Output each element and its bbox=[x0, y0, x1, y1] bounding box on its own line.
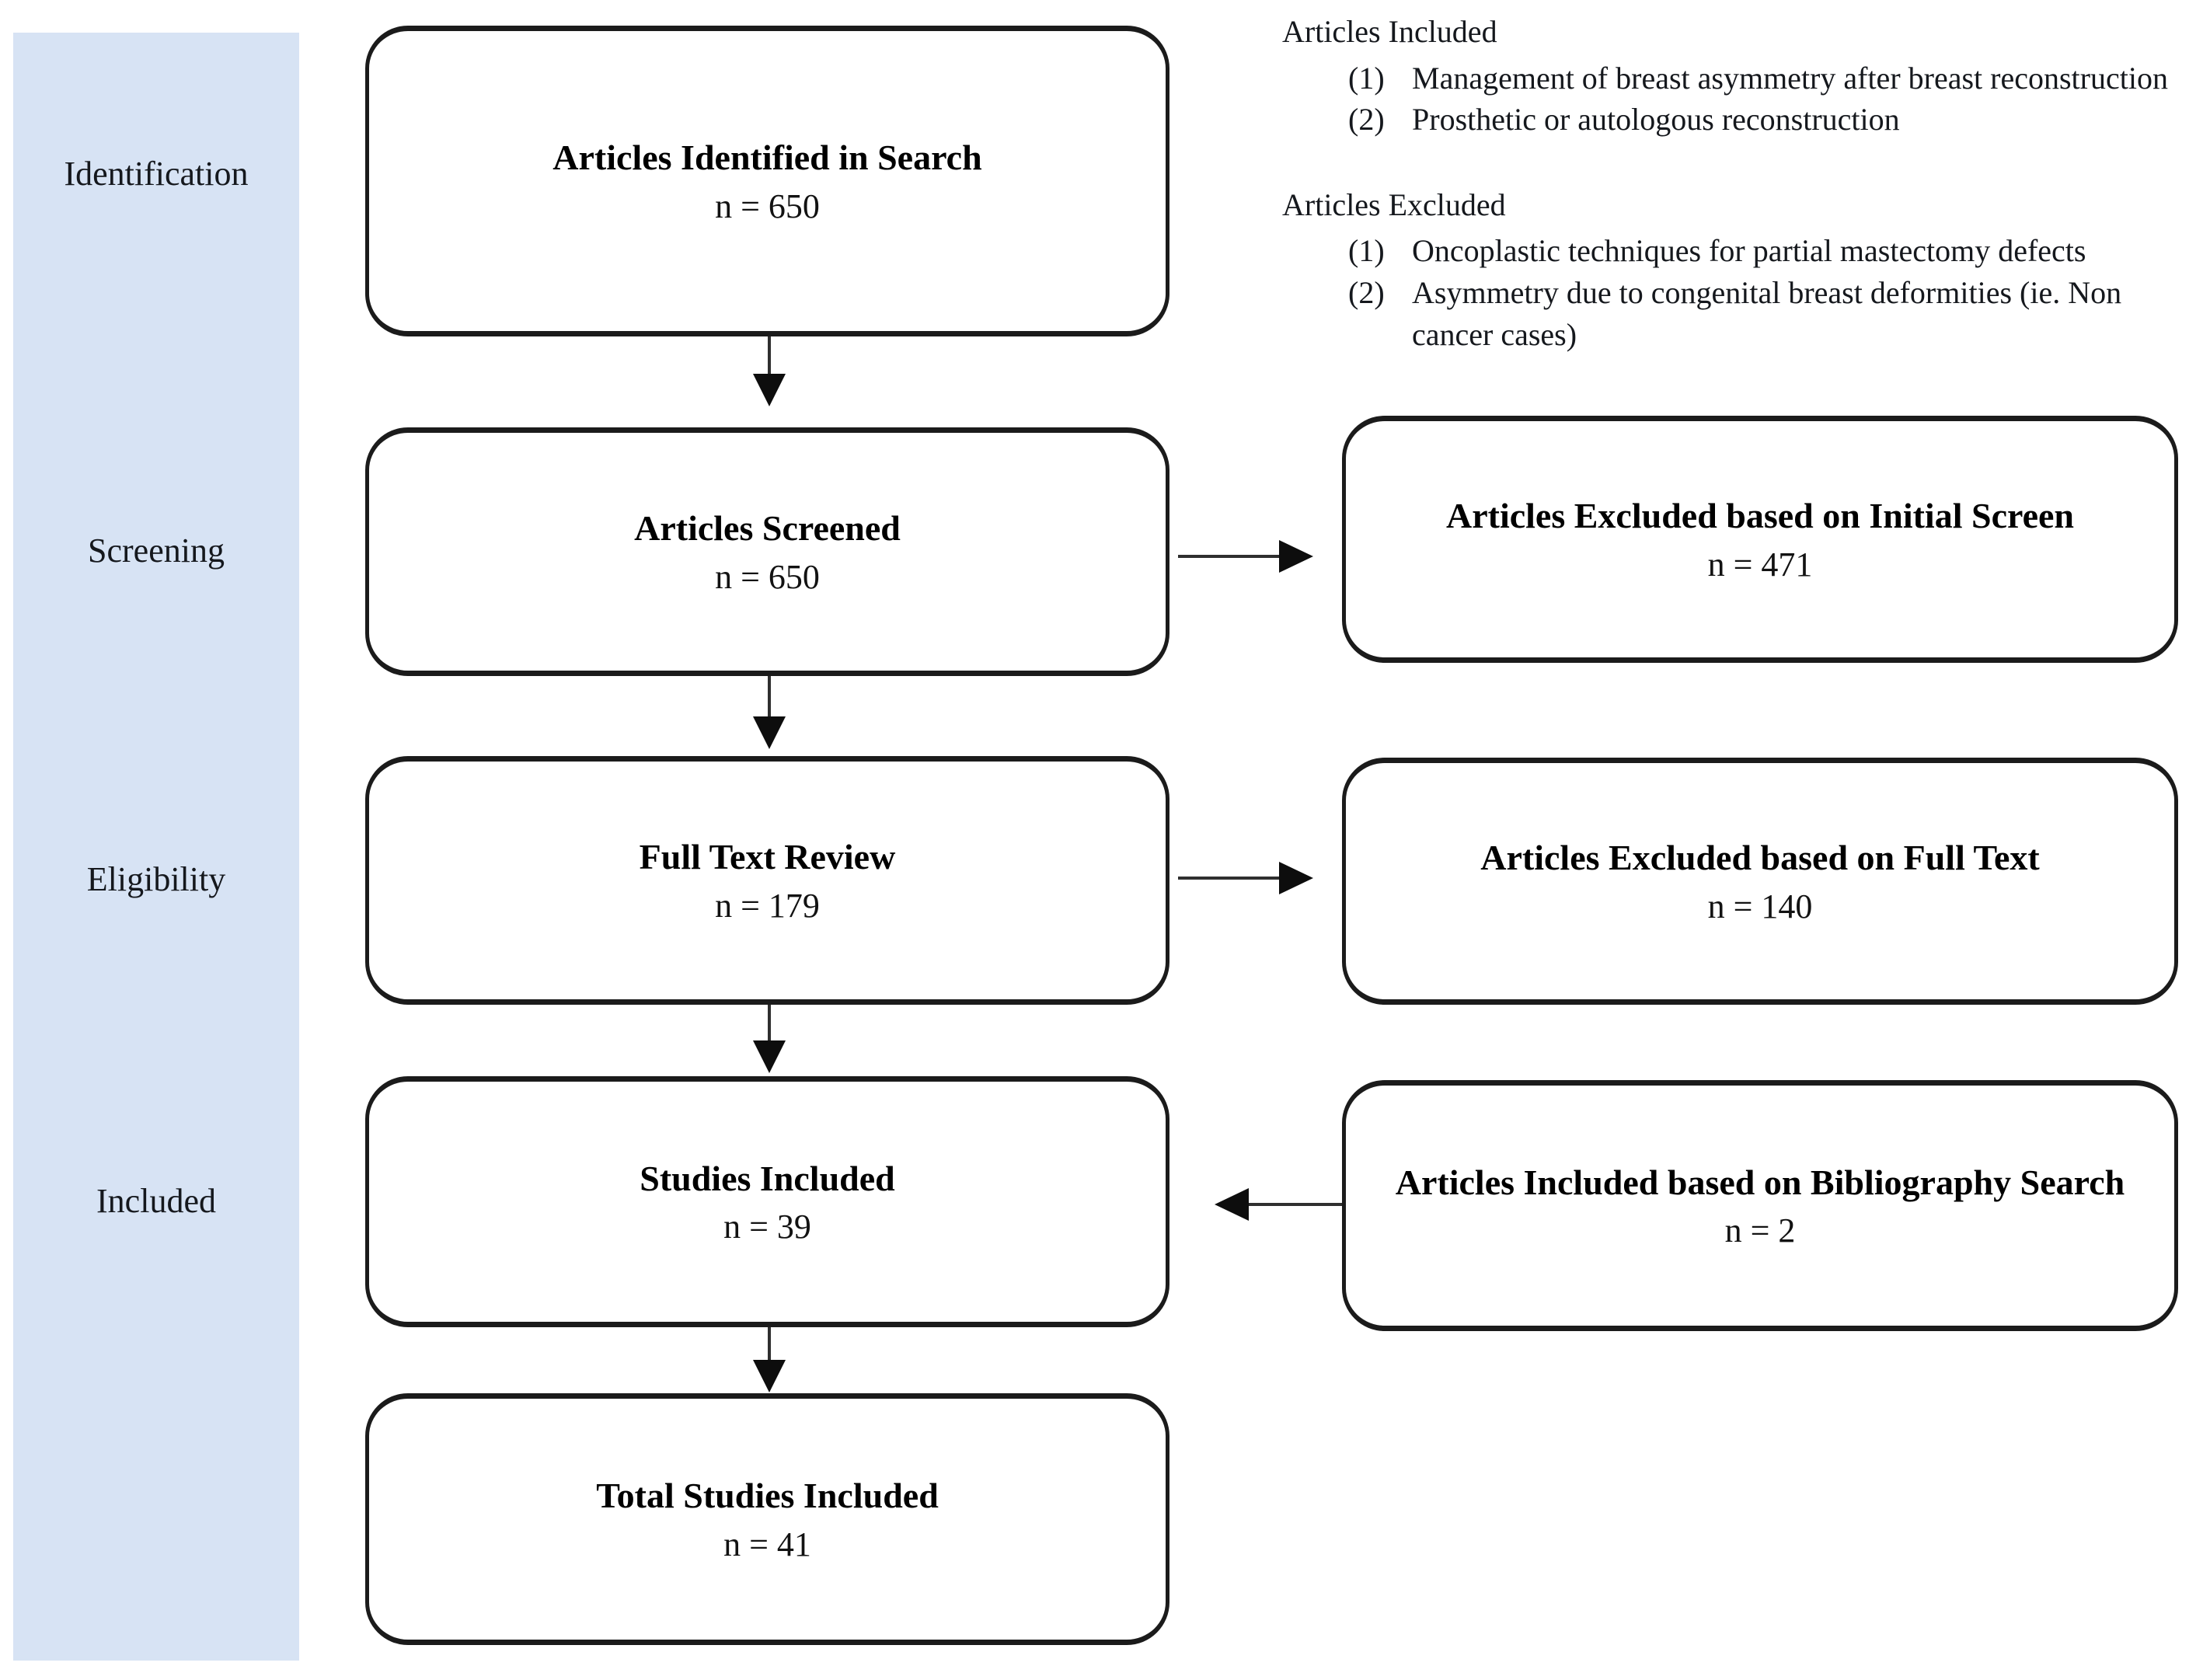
box-full-text-review: Full Text Review n = 179 bbox=[365, 756, 1169, 1005]
box-count: n = 179 bbox=[715, 886, 820, 925]
list-item-number: (1) bbox=[1348, 60, 1385, 96]
stage-label-identification: Identification bbox=[64, 155, 249, 193]
list-item-text: Asymmetry due to congenital breast defor… bbox=[1412, 274, 2122, 352]
arrow-head-right-icon bbox=[1279, 862, 1313, 894]
notes-included-list: (1) Management of breast asymmetry after… bbox=[1282, 58, 2203, 141]
list-item-text: Management of breast asymmetry after bre… bbox=[1412, 60, 2168, 96]
arrow-head-right-icon bbox=[1279, 540, 1313, 573]
arrow-shaft bbox=[1178, 877, 1279, 880]
list-item-number: (2) bbox=[1348, 274, 1385, 310]
arrow-right-screened-to-excluded-icon bbox=[1178, 540, 1313, 573]
box-count: n = 2 bbox=[1724, 1211, 1796, 1250]
box-studies-included: Studies Included n = 39 bbox=[365, 1076, 1169, 1327]
notes-excluded-header: Articles Excluded bbox=[1282, 186, 1506, 222]
box-count: n = 41 bbox=[723, 1525, 811, 1563]
arrow-shaft bbox=[1178, 555, 1279, 558]
box-title: Articles Excluded based on Initial Scree… bbox=[1445, 496, 2074, 536]
list-item-text: Oncoplastic techniques for partial maste… bbox=[1412, 233, 2086, 269]
arrow-shaft bbox=[1249, 1203, 1342, 1206]
arrow-head-down-icon bbox=[753, 374, 786, 406]
box-title: Articles Excluded based on Full Text bbox=[1480, 838, 2040, 878]
notes-articles-included: Articles Included (1) Management of brea… bbox=[1282, 11, 2203, 141]
arrow-shaft bbox=[768, 1005, 771, 1040]
box-count: n = 140 bbox=[1707, 887, 1813, 925]
stage-sidebar bbox=[13, 33, 299, 1661]
criteria-notes: Articles Included (1) Management of brea… bbox=[1282, 11, 2203, 355]
list-item: (1) Management of breast asymmetry after… bbox=[1348, 58, 2203, 99]
arrow-right-fulltext-to-excluded-icon bbox=[1178, 862, 1313, 894]
arrow-left-bibliography-to-studies-icon bbox=[1215, 1188, 1342, 1221]
box-articles-screened: Articles Screened n = 650 bbox=[365, 427, 1169, 676]
stage-label-included: Included bbox=[96, 1182, 216, 1220]
list-item: (2) Prosthetic or autologous reconstruct… bbox=[1348, 99, 2203, 141]
arrow-down-identified-to-screened-icon bbox=[752, 336, 786, 406]
arrow-down-fulltext-to-studies-icon bbox=[752, 1005, 786, 1073]
notes-excluded-list: (1) Oncoplastic techniques for partial m… bbox=[1282, 230, 2203, 355]
arrow-shaft bbox=[768, 1327, 771, 1360]
box-excluded-full-text: Articles Excluded based on Full Text n =… bbox=[1342, 758, 2178, 1005]
stage-label-screening: Screening bbox=[88, 532, 225, 570]
stage-label-eligibility: Eligibility bbox=[86, 860, 226, 898]
list-item: (1) Oncoplastic techniques for partial m… bbox=[1348, 230, 2203, 272]
box-count: n = 39 bbox=[723, 1208, 811, 1246]
notes-included-header: Articles Included bbox=[1282, 14, 1497, 49]
arrow-shaft bbox=[768, 336, 771, 374]
box-title: Articles Screened bbox=[634, 508, 901, 549]
list-item-text: Prosthetic or autologous reconstruction bbox=[1412, 102, 1900, 138]
arrow-head-down-icon bbox=[753, 716, 786, 749]
box-total-studies-included: Total Studies Included n = 41 bbox=[365, 1393, 1169, 1645]
box-title: Articles Identified in Search bbox=[552, 138, 982, 178]
arrow-head-left-icon bbox=[1215, 1188, 1249, 1221]
box-articles-identified: Articles Identified in Search n = 650 bbox=[365, 26, 1169, 336]
box-count: n = 471 bbox=[1707, 545, 1813, 584]
box-title: Full Text Review bbox=[639, 837, 896, 877]
list-item-number: (1) bbox=[1348, 233, 1385, 269]
arrow-down-screened-to-fulltext-icon bbox=[752, 676, 786, 749]
box-title: Articles Included based on Bibliography … bbox=[1395, 1162, 2125, 1202]
list-item: (2) Asymmetry due to congenital breast d… bbox=[1348, 272, 2203, 355]
notes-articles-excluded: Articles Excluded (1) Oncoplastic techni… bbox=[1282, 184, 2203, 355]
arrow-down-studies-to-total-icon bbox=[752, 1327, 786, 1392]
box-title: Studies Included bbox=[640, 1158, 895, 1198]
arrow-head-down-icon bbox=[753, 1360, 786, 1392]
box-count: n = 650 bbox=[715, 186, 820, 225]
box-included-bibliography-search: Articles Included based on Bibliography … bbox=[1342, 1080, 2178, 1331]
box-excluded-initial-screen: Articles Excluded based on Initial Scree… bbox=[1342, 416, 2178, 663]
arrow-head-down-icon bbox=[753, 1040, 786, 1073]
arrow-shaft bbox=[768, 676, 771, 716]
box-count: n = 650 bbox=[715, 557, 820, 596]
list-item-number: (2) bbox=[1348, 102, 1385, 138]
box-title: Total Studies Included bbox=[596, 1476, 939, 1516]
